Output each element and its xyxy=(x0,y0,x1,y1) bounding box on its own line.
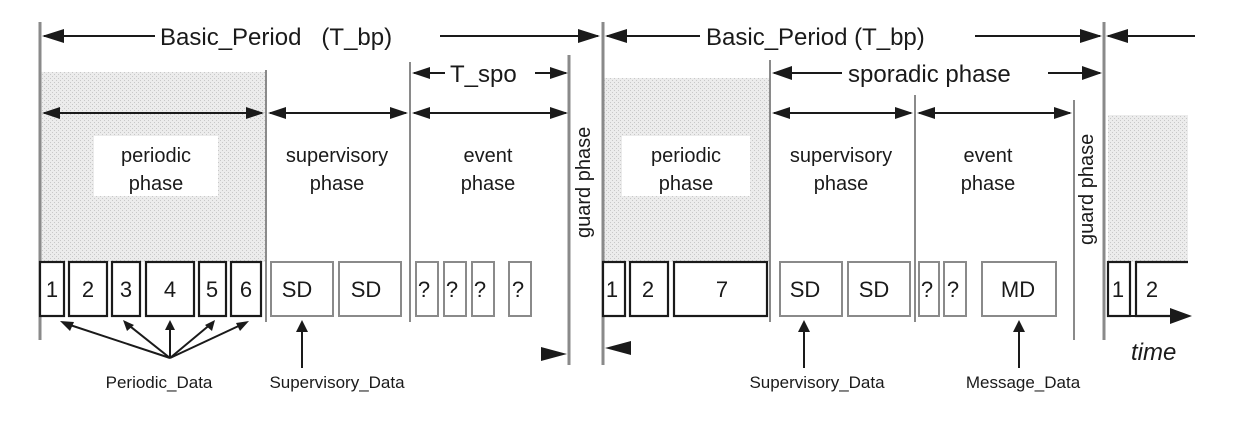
periodic-phase-text: phase xyxy=(129,173,184,195)
periodic-phase-text: phase xyxy=(659,173,714,195)
slot-box xyxy=(38,260,66,318)
slots-period-3: 1 2 xyxy=(1106,260,1188,318)
slot-box-partial xyxy=(1134,260,1188,318)
basic-period-arrow-2 xyxy=(605,29,1102,43)
basic-period-label-2: Basic_Period (T_bp) xyxy=(706,24,925,51)
periodic-phase-text: periodic xyxy=(121,145,191,167)
periodic-phase-shade-3 xyxy=(1108,115,1188,262)
supervisory-phase-text: phase xyxy=(814,173,869,195)
guard-arrow-left xyxy=(541,347,567,361)
slot-box xyxy=(508,261,532,317)
guard-phase-label-1: guard phase xyxy=(573,127,595,238)
sporadic-phase-arrow xyxy=(772,66,1102,80)
slot-box xyxy=(471,261,495,317)
time-label: time xyxy=(1131,339,1176,366)
supervisory-phase-text: supervisory xyxy=(790,145,892,167)
periodic-data-pointers xyxy=(60,320,249,359)
slot-label: 5 xyxy=(206,277,218,302)
phase-arrows-period-2 xyxy=(772,107,1072,119)
event-phase-text: event xyxy=(464,145,513,167)
slot-label: ? xyxy=(947,277,959,302)
slot-label: 1 xyxy=(606,277,618,302)
event-phase-text: phase xyxy=(961,173,1016,195)
slot-box xyxy=(443,261,467,317)
slot-box xyxy=(338,261,402,317)
supervisory-phase-text: phase xyxy=(310,173,365,195)
periodic-phase-label-box-2 xyxy=(622,136,750,196)
slots-period-1: 1 2 3 4 5 6 SD SD ? ? ? ? xyxy=(38,260,532,318)
slot-box xyxy=(601,260,627,318)
slot-label: ? xyxy=(446,277,458,302)
slot-box xyxy=(672,260,769,318)
slot-box xyxy=(197,260,228,318)
slot-box xyxy=(918,261,940,317)
slot-box xyxy=(628,260,670,318)
periodic-data-label: Periodic_Data xyxy=(106,373,213,392)
sporadic-phase-label: sporadic phase xyxy=(848,61,1011,88)
slot-box xyxy=(67,260,109,318)
periodic-phase-text: periodic xyxy=(651,145,721,167)
slot-label: 6 xyxy=(240,277,252,302)
slot-box xyxy=(779,261,843,317)
slot-label: SD xyxy=(282,277,313,302)
slot-label: SD xyxy=(859,277,890,302)
slot-label: MD xyxy=(1001,277,1035,302)
slot-label: 2 xyxy=(82,277,94,302)
slot-box xyxy=(110,260,142,318)
message-data-pointer xyxy=(1013,320,1025,368)
slot-label: ? xyxy=(418,277,430,302)
message-data-label: Message_Data xyxy=(966,373,1081,392)
slot-label: ? xyxy=(512,277,524,302)
periodic-phase-label-box-1 xyxy=(94,136,218,196)
guard-arrow-right xyxy=(605,341,631,355)
slot-label: SD xyxy=(351,277,382,302)
slot-label: 1 xyxy=(46,277,58,302)
slot-label: 2 xyxy=(1146,277,1158,302)
slot-label: 2 xyxy=(642,277,654,302)
event-phase-text: event xyxy=(964,145,1013,167)
slot-box xyxy=(144,260,196,318)
supervisory-phase-text: supervisory xyxy=(286,145,388,167)
time-arrow xyxy=(1108,308,1192,324)
slot-label: SD xyxy=(790,277,821,302)
phase-arrows-period-1 xyxy=(42,107,568,119)
slot-label: 3 xyxy=(120,277,132,302)
slots-period-2: 1 2 7 SD SD ? ? MD xyxy=(601,260,1057,318)
slot-box xyxy=(981,261,1057,317)
slot-label: ? xyxy=(921,277,933,302)
slot-box xyxy=(270,261,334,317)
slot-box xyxy=(847,261,911,317)
slot-box xyxy=(415,261,439,317)
supervisory-data-label-1: Supervisory_Data xyxy=(269,373,405,392)
slot-label: 7 xyxy=(716,277,728,302)
guard-phase-label-2: guard phase xyxy=(1076,134,1098,245)
t-spo-label: T_spo xyxy=(450,61,517,88)
supervisory-data-pointer-2 xyxy=(798,320,810,368)
basic-period-arrow-1 xyxy=(42,29,600,43)
t-spo-arrow xyxy=(412,67,568,79)
basic-period-label-1: Basic_Period (T_bp) xyxy=(160,24,392,51)
supervisory-data-label-2: Supervisory_Data xyxy=(749,373,885,392)
event-phase-text: phase xyxy=(461,173,516,195)
slot-box xyxy=(943,261,967,317)
next-period-arrow xyxy=(1106,29,1195,43)
supervisory-data-pointer-1 xyxy=(296,320,308,368)
slot-label: 4 xyxy=(164,277,176,302)
slot-label: ? xyxy=(474,277,486,302)
slot-label: 1 xyxy=(1112,277,1124,302)
slot-box xyxy=(229,260,263,318)
